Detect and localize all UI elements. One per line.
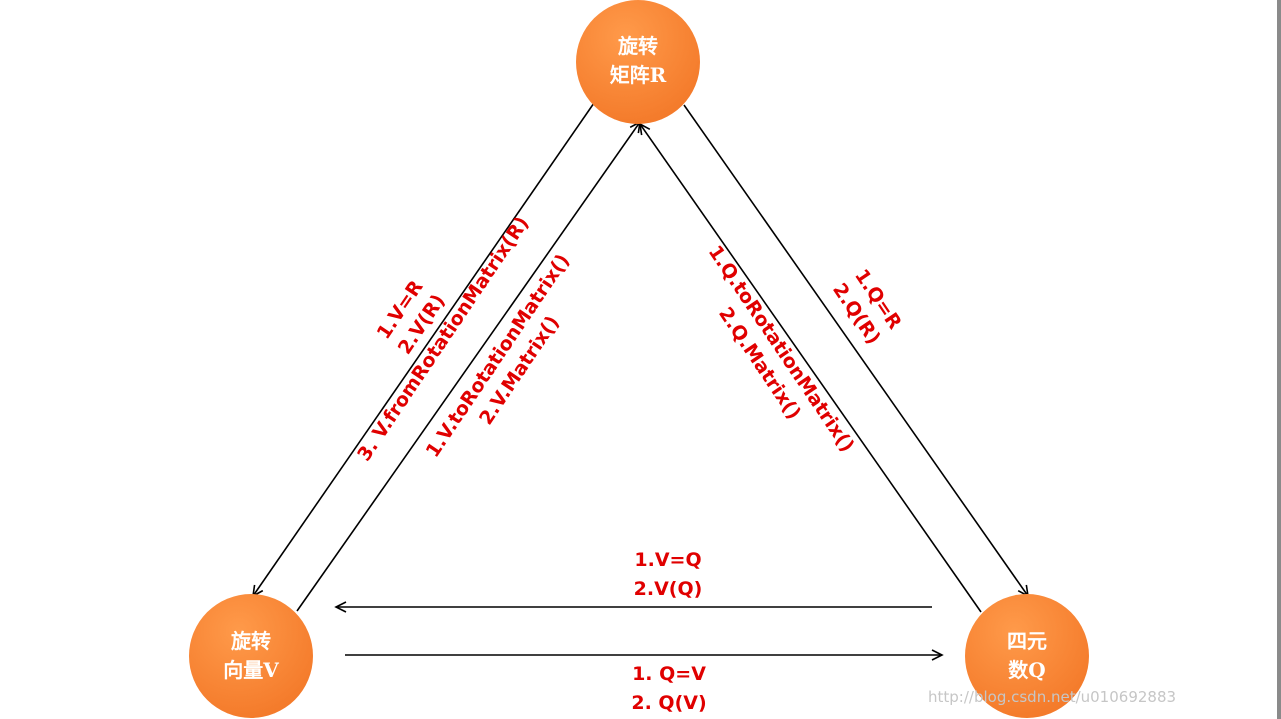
edge-matrix-to-vector-arrow xyxy=(251,102,595,598)
node-label-line1: 旋转 xyxy=(230,629,271,653)
label-matrix-to-vector: 1.V=R 2.V(R) 3. V.fromRotationMatrix(R) xyxy=(353,213,533,466)
label-line1: 1.Q.toRotationMatrix() xyxy=(704,242,859,457)
label-line1: 1. Q=V xyxy=(632,663,706,685)
edge-vector-to-matrix-arrow xyxy=(296,120,642,612)
node-rotation-vector: 旋转 向量V xyxy=(189,594,313,718)
node-label-line2: 数Q xyxy=(1008,658,1045,682)
node-circle xyxy=(965,594,1089,718)
label-quaternion-to-vector: 1.V=Q 2.V(Q) xyxy=(634,549,703,600)
node-label-line1: 旋转 xyxy=(617,34,658,58)
label-vector-to-quaternion: 1. Q=V 2. Q(V) xyxy=(631,663,706,714)
label-vector-to-matrix: 1.V.toRotationMatrix() 2.V.Matrix() xyxy=(422,250,575,461)
node-label-line2: 向量V xyxy=(223,658,279,682)
label-matrix-to-quaternion: 1.Q=R 2.Q(R) xyxy=(828,265,906,348)
watermark-text: http://blog.csdn.net/u010692883 xyxy=(928,688,1177,706)
node-quaternion: 四元 数Q xyxy=(965,594,1089,718)
label-quaternion-to-matrix: 1.Q.toRotationMatrix() 2.Q.Matrix() xyxy=(704,242,859,457)
label-line2: 2.V(Q) xyxy=(634,578,703,600)
node-rotation-matrix: 旋转 矩阵R xyxy=(576,0,700,124)
node-label-line1: 四元 xyxy=(1007,629,1047,653)
node-circle xyxy=(189,594,313,718)
edge-quaternion-to-matrix-arrow xyxy=(638,122,982,613)
edge-matrix-to-quaternion-arrow xyxy=(683,104,1030,598)
window-edge-bar xyxy=(1277,0,1281,719)
node-label-line2: 矩阵R xyxy=(610,63,667,87)
label-line2: 2. Q(V) xyxy=(631,692,706,714)
label-line1: 1.V=Q xyxy=(634,549,701,571)
node-circle xyxy=(576,0,700,124)
